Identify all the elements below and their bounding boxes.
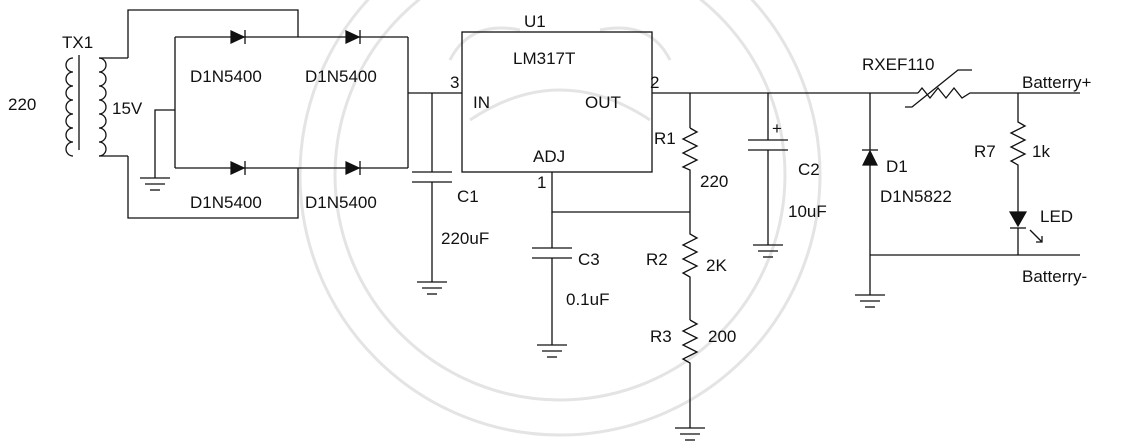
capacitor-c2-icon	[748, 139, 788, 258]
regulator-u1-box	[461, 31, 653, 173]
ground-bridge-icon	[140, 177, 170, 191]
c2-value: 10uF	[788, 202, 827, 221]
tx1-label: TX1	[62, 33, 93, 52]
capacitor-c1-icon	[412, 171, 452, 295]
resistor-r3-icon	[681, 319, 699, 428]
d1-label: D1	[886, 157, 908, 176]
ground-r3-icon	[675, 427, 705, 441]
led-label: LED	[1040, 207, 1073, 226]
pin-in-number: 3	[450, 73, 459, 92]
c2-polarity: +	[772, 119, 782, 138]
battery-positive-label: Batterry+	[1022, 73, 1092, 92]
diode-d1-icon	[862, 149, 878, 295]
pin-adj-number: 1	[537, 173, 546, 192]
c3-value: 0.1uF	[566, 290, 609, 309]
bridge-rectifier-wiring	[127, 9, 409, 219]
pin-out-label: OUT	[585, 93, 621, 112]
pin-in-label: IN	[473, 93, 490, 112]
r2-value: 2K	[706, 256, 727, 275]
diode-d1n5400-bottom-right-icon	[345, 161, 361, 175]
resistor-r1-icon	[681, 127, 699, 212]
diode-top-right-label: D1N5400	[305, 67, 377, 86]
r2-label: R2	[646, 250, 668, 269]
diode-bottom-right-label: D1N5400	[305, 193, 377, 212]
u1-label: U1	[524, 12, 546, 31]
battery-terminal-wiring	[870, 92, 1080, 256]
diode-d1n5400-bottom-left-icon	[230, 161, 246, 175]
diode-d1n5400-top-left-icon	[230, 30, 246, 44]
battery-negative-label: Batterry-	[1022, 267, 1087, 286]
primary-voltage-label: 220	[8, 95, 36, 114]
diode-d1n5400-top-right-icon	[345, 30, 361, 44]
c1-label: C1	[457, 187, 479, 206]
c3-label: C3	[578, 250, 600, 269]
led-icon	[1008, 211, 1043, 255]
r7-value: 1k	[1032, 142, 1050, 161]
pin-out-number: 2	[650, 73, 659, 92]
u1-model: LM317T	[513, 49, 575, 68]
c1-value: 220uF	[441, 229, 489, 248]
ground-d1-icon	[855, 294, 885, 308]
r1-label: R1	[654, 129, 676, 148]
c2-label: C2	[798, 160, 820, 179]
secondary-voltage-label: 15V	[112, 99, 143, 118]
r3-value: 200	[708, 327, 736, 346]
input-node-wiring	[408, 92, 462, 172]
resistor-r7-icon	[1009, 93, 1027, 212]
transformer-tx1	[65, 55, 128, 157]
diode-bottom-left-label: D1N5400	[190, 193, 262, 212]
ptc-fuse-rxef110-icon	[905, 69, 1018, 108]
r3-label: R3	[650, 327, 672, 346]
diode-top-left-label: D1N5400	[190, 67, 262, 86]
r7-label: R7	[974, 142, 996, 161]
pin-adj-label: ADJ	[533, 147, 565, 166]
watermark-seal	[298, 0, 822, 437]
resistor-r2-icon	[681, 212, 699, 320]
d1-value: D1N5822	[880, 187, 952, 206]
capacitor-c3-icon	[532, 212, 572, 358]
r1-value: 220	[700, 172, 728, 191]
ptc-label: RXEF110	[862, 55, 934, 74]
